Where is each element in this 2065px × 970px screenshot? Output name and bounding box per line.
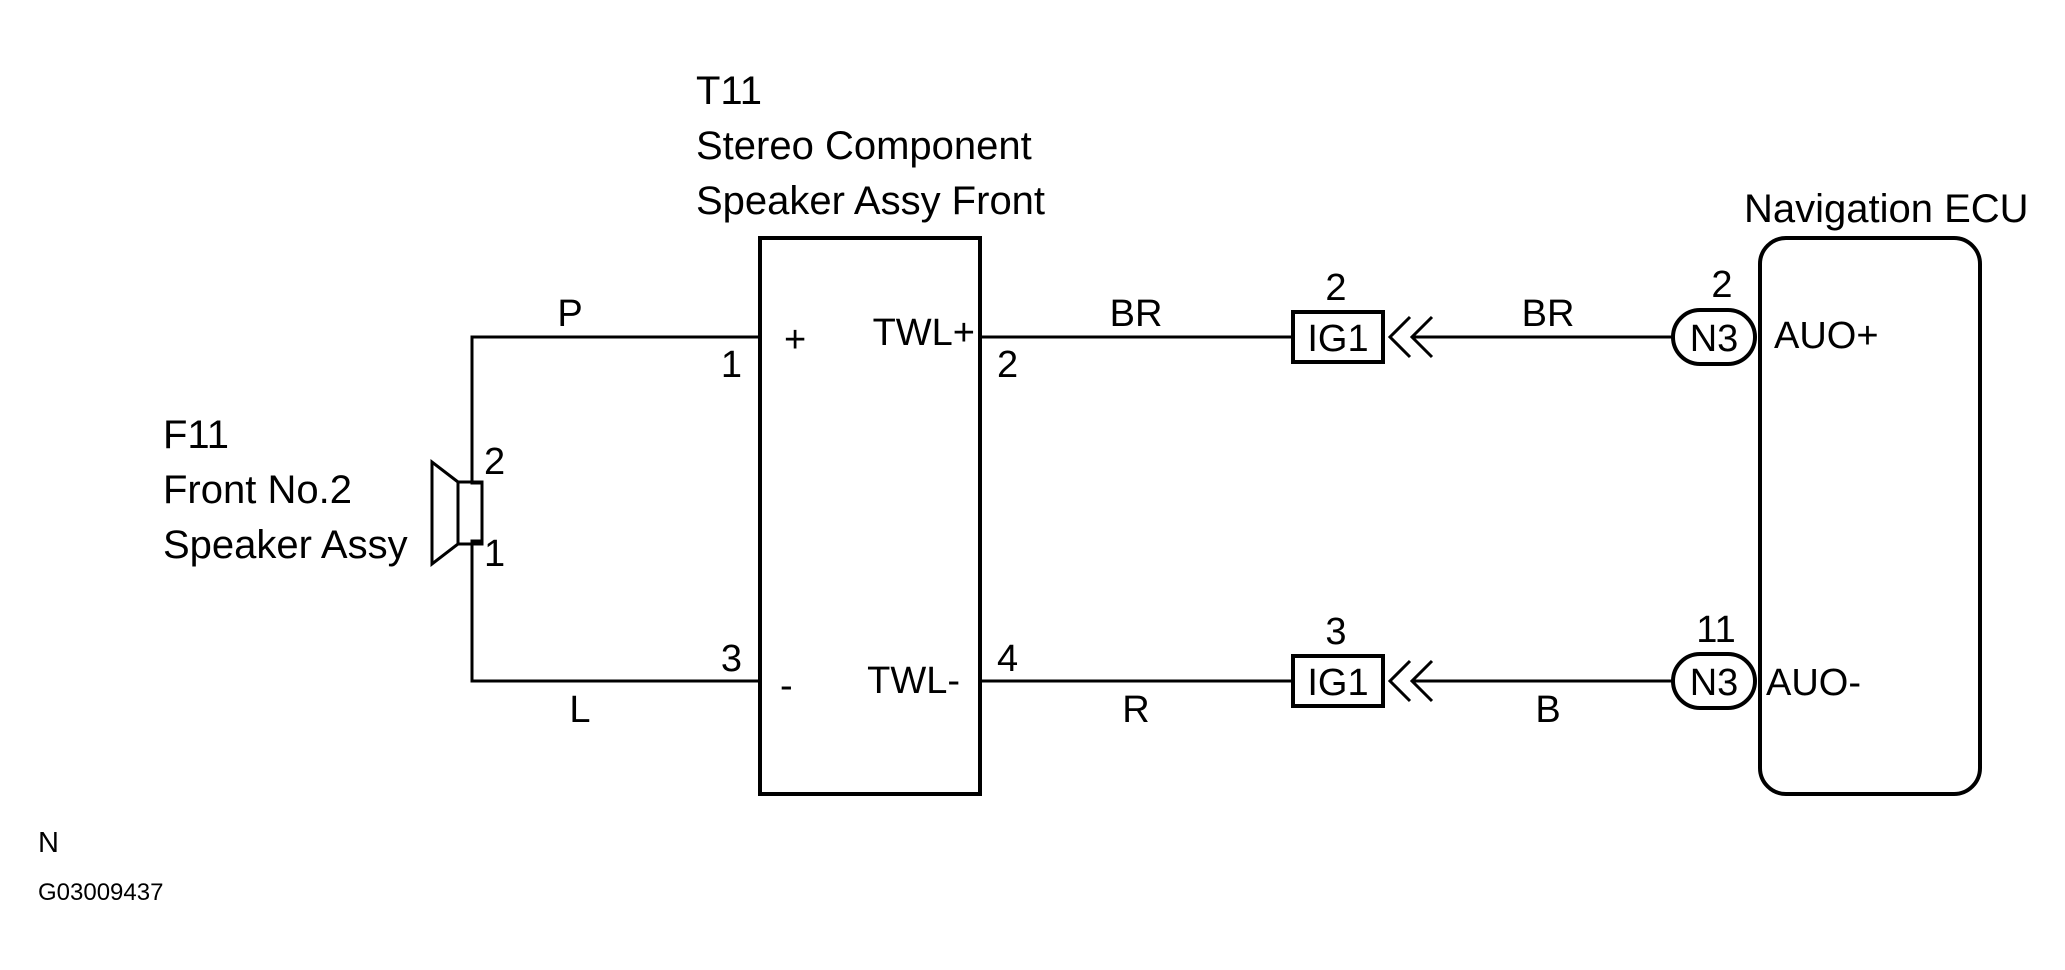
speaker-pin-bottom: 1 bbox=[484, 533, 505, 575]
stereo-minus-sign: - bbox=[780, 665, 793, 707]
stereo-component-t11: T11 Stereo Component Speaker Assy Front … bbox=[696, 69, 1045, 796]
speaker-name-line2: Speaker Assy bbox=[163, 523, 408, 567]
stereo-pin-2: 2 bbox=[997, 344, 1018, 386]
junction-bottom-label: IG1 bbox=[1307, 662, 1368, 704]
wire-label-b: B bbox=[1535, 689, 1560, 731]
junction-ig1-top: 2 IG1 bbox=[1291, 267, 1434, 364]
stereo-box bbox=[758, 236, 982, 796]
speaker-icon bbox=[430, 458, 484, 568]
junction-top-pin: 2 bbox=[1325, 267, 1346, 309]
junction-ig1-bottom: 3 IG1 bbox=[1291, 611, 1434, 708]
wire-label-r: R bbox=[1122, 689, 1149, 731]
ecu-conn-top: N3 bbox=[1690, 318, 1739, 360]
ecu-box bbox=[1758, 236, 1982, 796]
ecu-conn-bottom: N3 bbox=[1690, 662, 1739, 704]
speaker-code: F11 bbox=[163, 413, 229, 457]
speaker-wires: P L bbox=[470, 293, 760, 731]
ecu-term-auo-plus: AUO+ bbox=[1774, 315, 1879, 357]
stereo-pin-3: 3 bbox=[721, 638, 742, 680]
stereo-term-twl-plus: TWL+ bbox=[873, 312, 975, 354]
wire-label-br-right: BR bbox=[1522, 293, 1575, 335]
stereo-name-line2: Speaker Assy Front bbox=[696, 179, 1045, 223]
ecu-conn-bottom-pin: 11 bbox=[1696, 609, 1735, 651]
stereo-term-twl-minus: TWL- bbox=[867, 660, 960, 702]
stereo-pin-4: 4 bbox=[997, 638, 1018, 680]
ecu-term-auo-minus: AUO- bbox=[1766, 662, 1861, 704]
junction-top-label: IG1 bbox=[1307, 318, 1368, 360]
ecu-name: Navigation ECU bbox=[1744, 187, 2029, 231]
footer: N G03009437 bbox=[38, 827, 163, 906]
speaker-pin-top: 2 bbox=[484, 441, 505, 483]
wire-label-p: P bbox=[557, 293, 582, 335]
footer-code: G03009437 bbox=[38, 879, 163, 906]
wire-label-br-left: BR bbox=[1110, 293, 1163, 335]
stereo-pin-1: 1 bbox=[721, 344, 742, 386]
junction-bottom-pin: 3 bbox=[1325, 611, 1346, 653]
speaker-f11: F11 Front No.2 Speaker Assy 2 1 bbox=[163, 413, 505, 575]
footer-letter: N bbox=[38, 827, 59, 859]
ig1-ecu-wires: BR B bbox=[1412, 293, 1673, 731]
navigation-ecu: Navigation ECU 2 N3 AUO+ 11 N3 AUO- bbox=[1671, 187, 2029, 796]
stereo-code: T11 bbox=[696, 69, 762, 113]
wire-label-l: L bbox=[569, 689, 590, 731]
ecu-conn-top-pin: 2 bbox=[1711, 264, 1732, 306]
stereo-name-line1: Stereo Component bbox=[696, 124, 1032, 168]
speaker-name-line1: Front No.2 bbox=[163, 468, 352, 512]
stereo-plus-sign: + bbox=[784, 319, 806, 361]
stereo-ig1-wires: BR R bbox=[980, 293, 1293, 731]
